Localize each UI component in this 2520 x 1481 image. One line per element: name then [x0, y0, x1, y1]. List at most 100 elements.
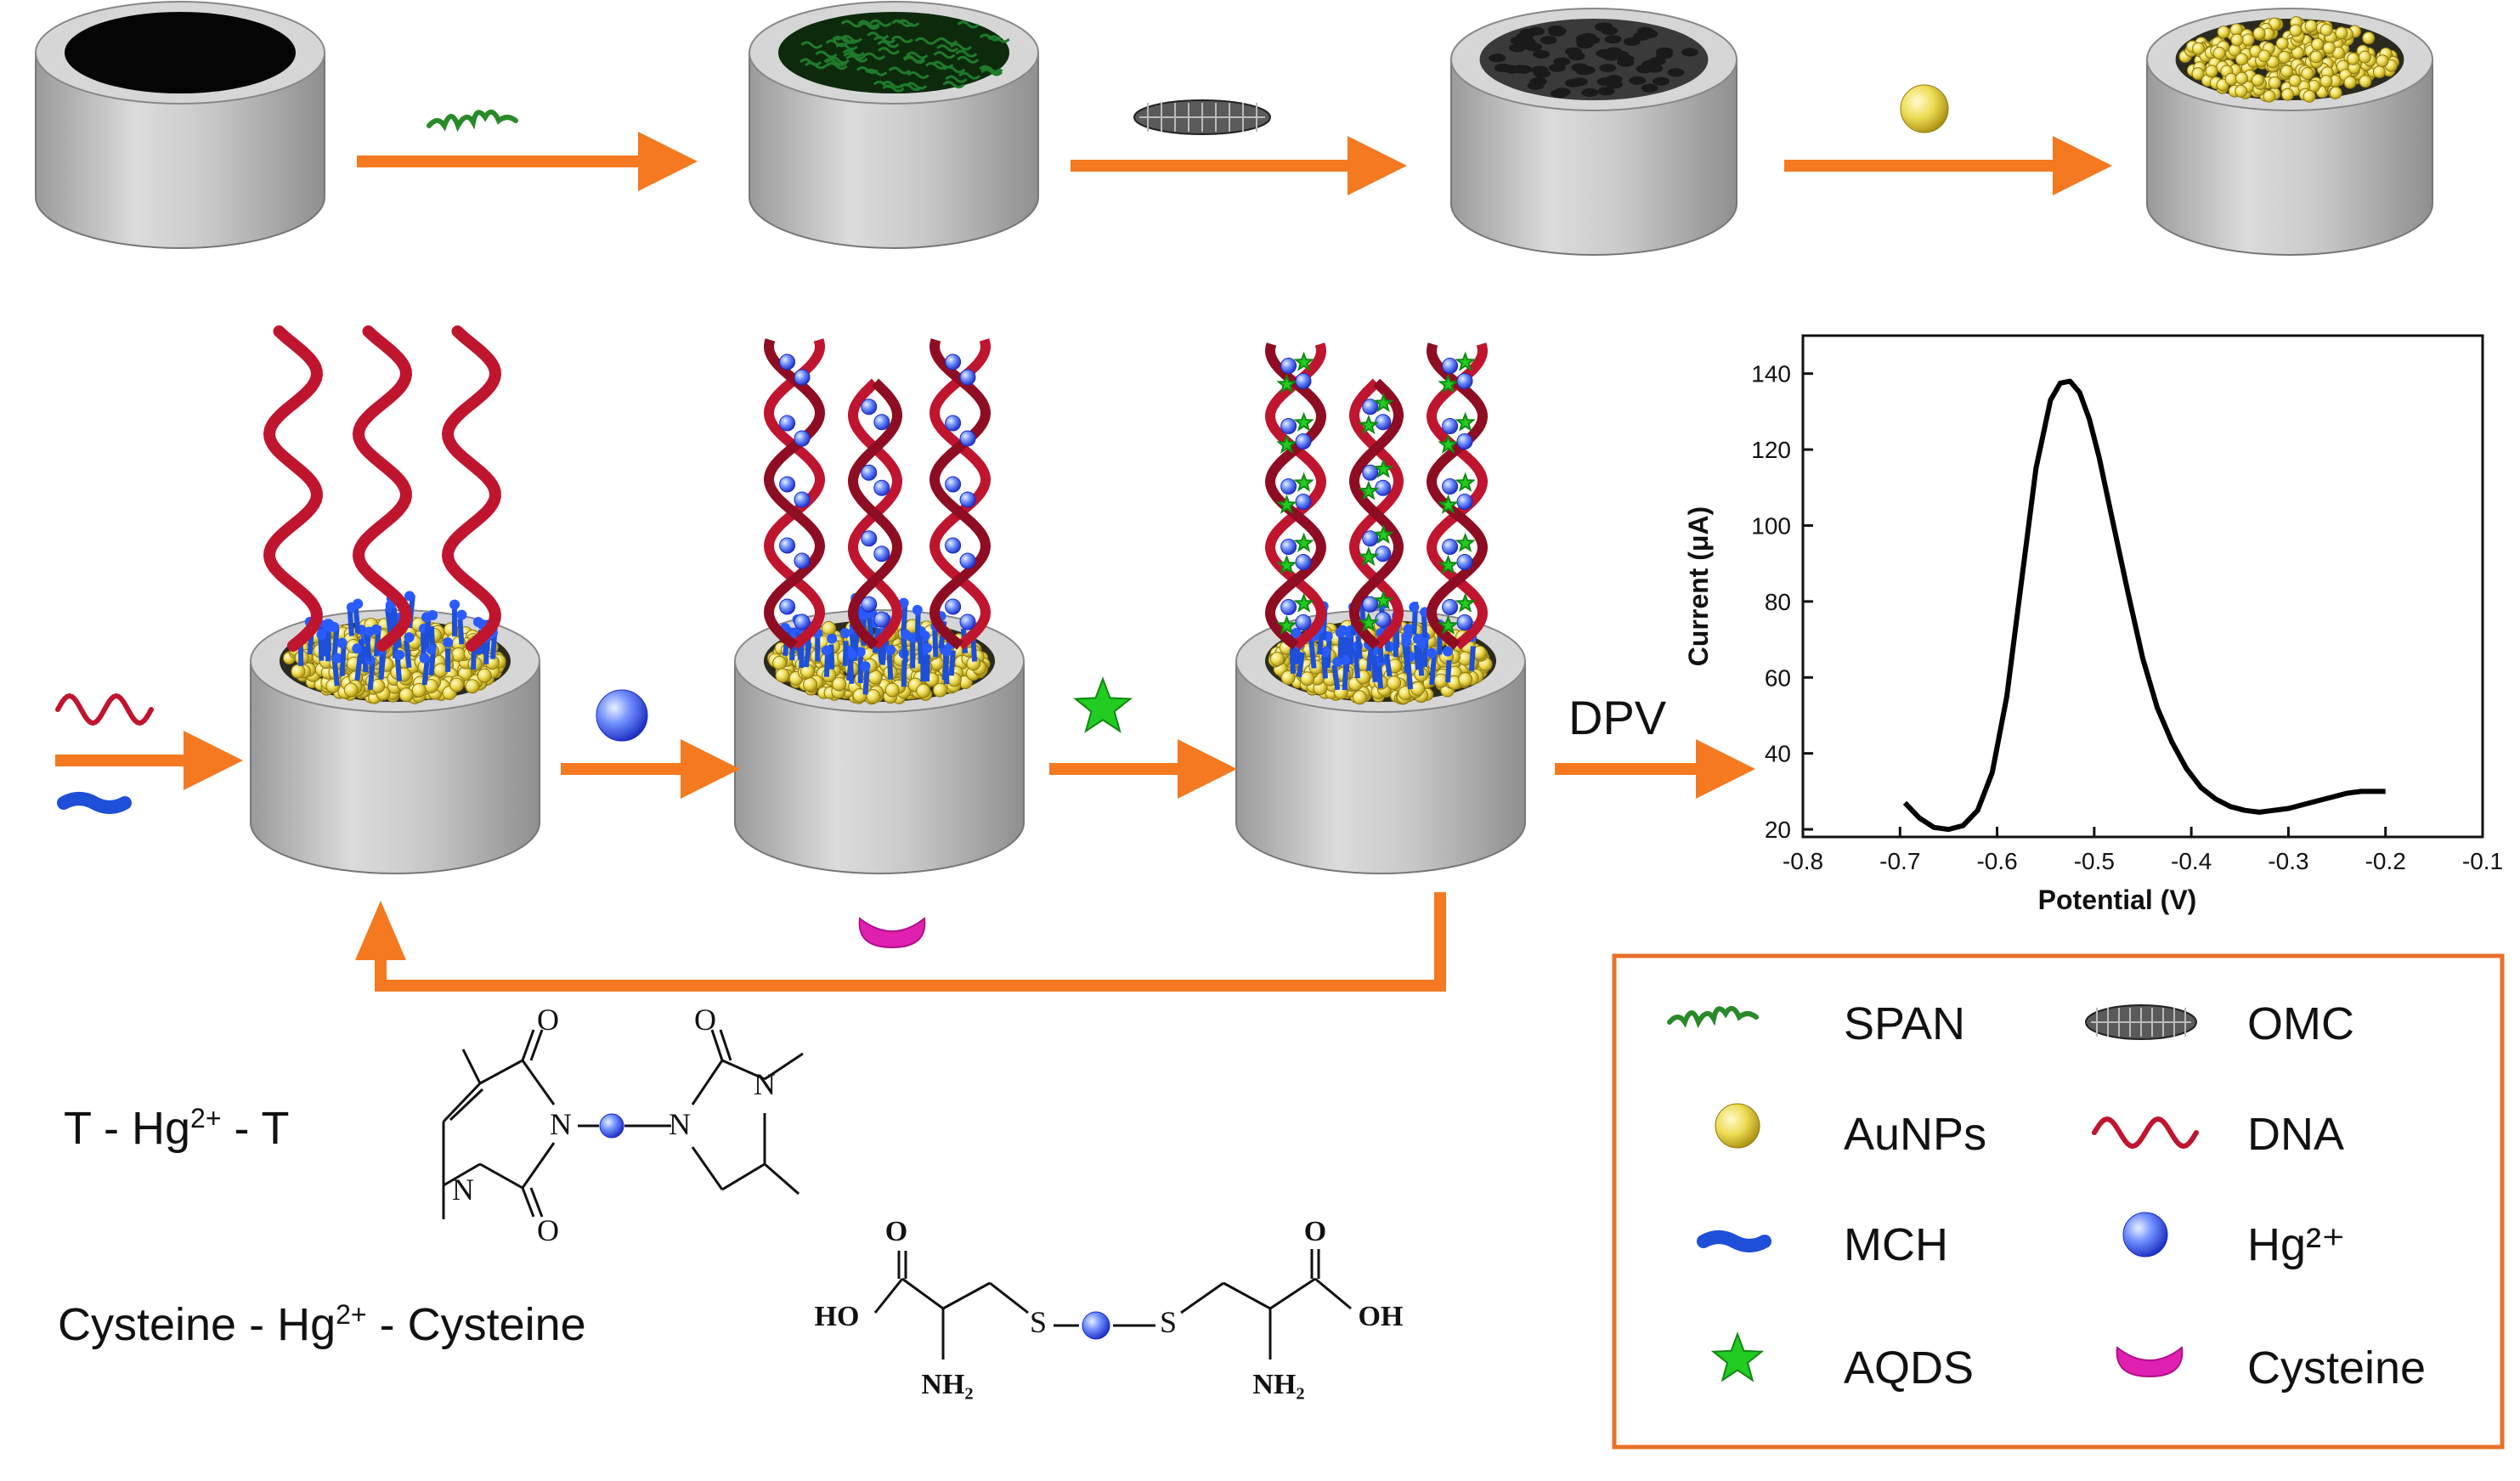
- cysteine-regeneration-icon: [858, 917, 926, 949]
- dpv-label: DPV: [1568, 691, 1667, 744]
- y-tick-label: 20: [1765, 817, 1791, 843]
- omc-grain: [1534, 69, 1551, 78]
- gold-nanoparticle: [451, 647, 466, 662]
- electrode-omc: [1450, 8, 1737, 256]
- mch-molecule: [1355, 635, 1363, 659]
- hg-ion: [1280, 539, 1297, 555]
- cys-hydroxyl-left: HO: [815, 1301, 860, 1332]
- aunps-step-icon: [1900, 84, 1949, 133]
- aqds-star: [1358, 480, 1380, 500]
- omc-grain: [1547, 25, 1565, 34]
- gold-nanoparticle: [2205, 65, 2218, 78]
- span-fiber: [827, 56, 850, 65]
- mch-molecule: [354, 654, 363, 681]
- omc-grain: [1641, 83, 1658, 93]
- hg-ion: [1442, 539, 1459, 555]
- electrode-body: [250, 660, 540, 874]
- mch-molecule: [331, 658, 340, 687]
- hg-ion: [873, 479, 890, 496]
- mch-molecule: [1289, 648, 1297, 674]
- aqds-star: [1455, 411, 1476, 432]
- span-fiber: [873, 36, 896, 44]
- omc-grain: [1612, 50, 1630, 59]
- cys-oxygen-left: O: [885, 1216, 907, 1247]
- bond: [1223, 1281, 1271, 1310]
- aqds-star: [1293, 532, 1314, 552]
- dna-aqds-helix-3: [1426, 342, 1489, 650]
- omc-grain: [1553, 57, 1571, 66]
- bond: [721, 1059, 766, 1081]
- aqds-star: [1373, 590, 1394, 610]
- span-fiber: [980, 65, 1003, 74]
- span-fiber: [914, 37, 937, 45]
- bond: [1180, 1281, 1224, 1314]
- omc-grain: [1510, 36, 1528, 45]
- span-fiber: [924, 61, 948, 70]
- x-axis-label: Potential (V): [2038, 885, 2197, 915]
- omc-grain: [1533, 49, 1551, 59]
- gold-nanoparticle: [866, 689, 881, 704]
- bond: [989, 1281, 1029, 1314]
- legend-mch-icon: [1697, 1230, 1771, 1252]
- gold-nanoparticle: [2212, 47, 2226, 60]
- cys-hydroxyl-right: OH: [1359, 1301, 1404, 1332]
- span-fiber: [877, 40, 900, 48]
- dna-aqds-helix-1: [1264, 342, 1327, 650]
- electrode-bare: [35, 1, 325, 249]
- hg-ion: [1362, 464, 1379, 481]
- thymine-oxygen-top: O: [537, 1003, 559, 1037]
- mch-molecule: [901, 659, 907, 687]
- legend-span-icon: [1667, 1006, 1759, 1029]
- mch-molecule: [842, 641, 849, 666]
- dna-strand-b: [929, 338, 992, 650]
- span-fiber: [891, 19, 914, 27]
- dna-helix-2: [847, 378, 903, 650]
- bond: [442, 1082, 482, 1123]
- hg-ion: [779, 476, 796, 493]
- hg-ion: [794, 369, 811, 386]
- legend-aunps-icon: [1715, 1103, 1760, 1149]
- gold-nanoparticle: [398, 687, 414, 703]
- mch-molecule: [1383, 653, 1393, 677]
- hg-ion: [945, 476, 962, 493]
- omc-grain: [1576, 34, 1594, 43]
- cys-hg-cys-prefix: Cysteine - Hg: [58, 1299, 336, 1350]
- electrode-body: [35, 52, 325, 249]
- bond: [479, 1059, 523, 1085]
- span-fiber: [933, 51, 956, 59]
- mch-molecule: [1468, 646, 1476, 671]
- mch-molecule: [1331, 664, 1341, 691]
- x-tick-label: -0.1: [2462, 848, 2503, 874]
- mch-molecule: [847, 657, 855, 684]
- span-fiber: [906, 51, 929, 59]
- mch-head: [1416, 638, 1427, 649]
- span-strand: [427, 110, 518, 133]
- arrow-regeneration-path: [375, 892, 1446, 992]
- gold-nanoparticle: [343, 682, 359, 698]
- gold-nanoparticle: [2230, 33, 2244, 47]
- legend-label-omc: OMC: [2247, 998, 2354, 1049]
- gold-nanoparticle: [2275, 37, 2289, 50]
- bond: [443, 1162, 481, 1187]
- y-tick-label: 80: [1765, 589, 1791, 615]
- bond: [521, 1060, 556, 1105]
- x-tick-label: -0.2: [2365, 848, 2406, 874]
- thymine-nitrogen: N: [550, 1107, 572, 1141]
- span-fiber: [907, 71, 929, 79]
- mch-head: [404, 632, 415, 643]
- mch-head: [1335, 627, 1346, 638]
- hg-ion: [1295, 614, 1312, 630]
- aqds-star: [1293, 472, 1314, 492]
- gold-nanoparticle: [2191, 67, 2205, 81]
- gold-nanoparticle: [2263, 89, 2276, 103]
- omc-grain: [1551, 89, 1568, 99]
- electrode-body: [1450, 59, 1737, 256]
- hg-ion: [945, 353, 962, 370]
- span-fiber: [979, 33, 1002, 42]
- gold-nanoparticle: [932, 682, 947, 698]
- electrode-body: [1235, 660, 1526, 874]
- bond: [521, 1187, 535, 1218]
- span-fiber: [942, 81, 965, 89]
- gold-nanoparticle: [2251, 73, 2264, 87]
- hg-ion: [945, 415, 962, 432]
